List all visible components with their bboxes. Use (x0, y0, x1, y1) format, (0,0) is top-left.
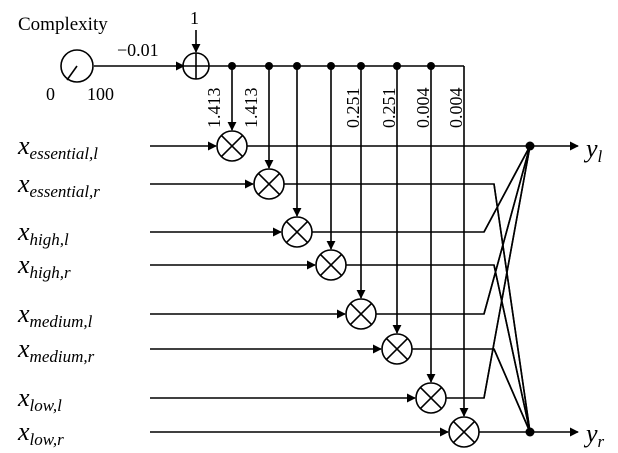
multiplier-cross-b (319, 253, 343, 277)
multiplier-cross-b (220, 134, 244, 158)
gain-value-label: 0.251 (379, 88, 399, 129)
input-label-sub: high,r (30, 263, 71, 282)
input-label-base: x (17, 217, 30, 246)
output-left-sub: l (598, 147, 603, 166)
gain-value-label: 0.004 (413, 88, 433, 129)
input-label: xlow,r (17, 417, 64, 448)
mixing-lines-group (247, 145, 531, 433)
bus-node (293, 62, 301, 70)
input-label-base: x (17, 334, 30, 363)
multiplier (345, 298, 377, 330)
input-label-sub: medium,l (30, 312, 93, 331)
bus-node (393, 62, 401, 70)
multipliers-group (216, 130, 480, 448)
knob-min-label: 0 (46, 84, 55, 104)
mix-line (284, 183, 531, 433)
adder-offset-label: 1 (190, 8, 199, 28)
multiplier-cross-b (452, 420, 476, 444)
bus-node (357, 62, 365, 70)
input-label-sub: medium,r (30, 347, 95, 366)
input-label: xhigh,l (17, 217, 69, 249)
cross-mix-line (483, 145, 531, 233)
knob-pointer (66, 65, 78, 81)
multiplier (281, 216, 313, 248)
bus-node (327, 62, 335, 70)
input-label-sub: essential,r (30, 182, 101, 201)
bus-node (265, 62, 273, 70)
input-label-base: x (17, 299, 30, 328)
multiplier (415, 382, 447, 414)
gain-lines-group (227, 66, 469, 417)
multiplier-cross-b (285, 220, 309, 244)
input-label-sub: low,r (30, 430, 65, 448)
input-label: xmedium,r (17, 334, 95, 366)
input-label-base: x (17, 250, 30, 279)
output-left-base: y (583, 134, 598, 163)
multiplier-cross-b (385, 337, 409, 361)
adder (182, 52, 210, 80)
input-label-base: x (17, 383, 30, 412)
multiplier (253, 168, 285, 200)
input-labels-group: xessential,lxessential,rxhigh,lxhigh,rxm… (17, 131, 100, 449)
multiplier (216, 130, 248, 162)
output-right-base: y (583, 419, 598, 448)
output-label-right: yr (583, 419, 605, 448)
input-label-sub: essential,l (30, 144, 99, 163)
gain-labels-group: 1.413 1.413 0.251 0.251 0.004 0.004 (204, 88, 466, 129)
gain-value-label: 0.251 (343, 88, 363, 129)
complexity-label: Complexity (18, 14, 108, 35)
multiplier-cross-b (419, 386, 443, 410)
input-label-sub: low,l (30, 396, 63, 415)
input-label-base: x (17, 131, 30, 160)
bus-node (228, 62, 236, 70)
knob-max-label: 100 (87, 84, 114, 104)
input-label-sub: high,l (30, 230, 69, 249)
adder-gain-label: −0.01 (117, 40, 159, 60)
output-right-sub: r (598, 432, 605, 448)
mix-line (312, 145, 531, 233)
multiplier-cross-b (257, 172, 281, 196)
cross-mix-line (493, 183, 531, 433)
cross-mix-line (493, 264, 531, 433)
output-label-left: yl (583, 134, 603, 166)
cross-mix-line (483, 145, 531, 315)
input-label: xessential,l (17, 131, 98, 163)
input-label: xmedium,l (17, 299, 93, 331)
multiplier (448, 416, 480, 448)
multiplier-cross-b (349, 302, 373, 326)
input-label: xlow,l (17, 383, 62, 415)
complexity-knob[interactable] (60, 49, 94, 83)
bus-nodes-group (228, 62, 435, 70)
bus-node (427, 62, 435, 70)
multiplier (315, 249, 347, 281)
gain-value-label: 1.413 (241, 88, 261, 129)
input-label-base: x (17, 169, 30, 198)
gain-value-label: 0.004 (446, 88, 466, 129)
input-lines-group (150, 141, 449, 437)
cross-mix-line (493, 348, 531, 433)
input-label-base: x (17, 417, 30, 446)
gain-value-label: 1.413 (204, 88, 224, 129)
multiplier (381, 333, 413, 365)
input-label: xessential,r (17, 169, 100, 201)
input-label: xhigh,r (17, 250, 71, 282)
cross-mix-line (483, 145, 531, 399)
